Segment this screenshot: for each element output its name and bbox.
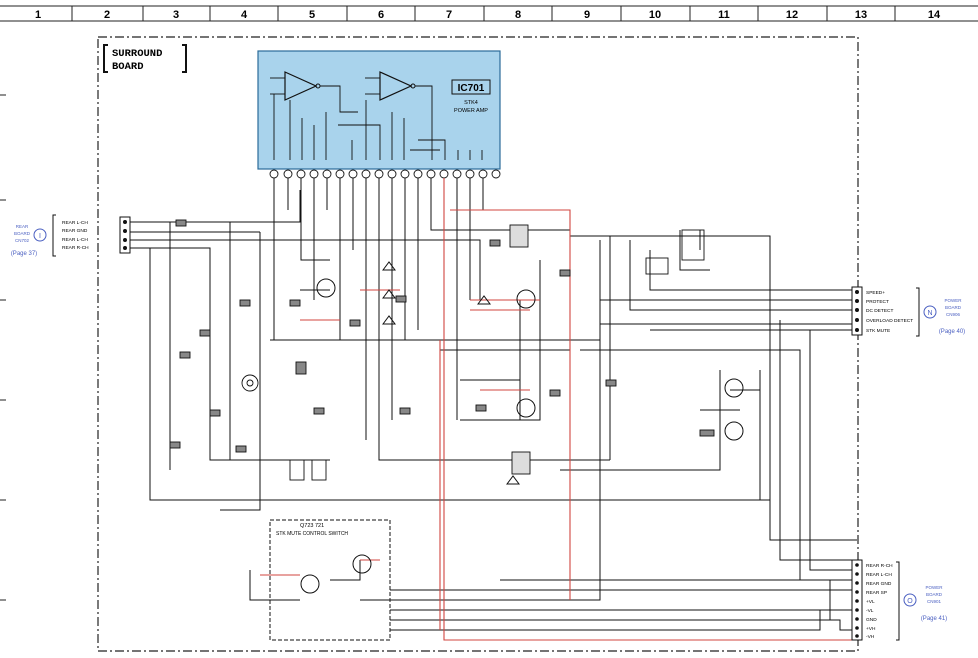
right-top-pin-label: SPEED+	[866, 290, 885, 296]
board-title: SURROUND BOARD	[103, 44, 187, 73]
connector-ref-icon	[903, 593, 917, 607]
warning-triangle-icon	[382, 289, 396, 299]
board-outline	[97, 36, 859, 652]
connector-ref-line: BOARD	[14, 231, 31, 236]
relay-rly701	[681, 229, 705, 261]
column-label: 10	[649, 9, 661, 21]
column-label: 13	[855, 9, 867, 21]
connector-ref-line: BOARD	[945, 305, 962, 310]
ic701-block: IC701 STK4 POWER AMP	[257, 50, 501, 179]
power-wires	[260, 178, 857, 641]
transistor-symbols	[300, 278, 744, 594]
mute-block-line1: Q723 721	[300, 523, 324, 529]
column-label: 5	[309, 9, 315, 21]
transistor-q721	[300, 574, 320, 594]
row-ticks	[0, 94, 6, 601]
right-bottom-pin-label: +VL	[866, 599, 875, 605]
right-top-pin-label: STK MUTE	[866, 328, 890, 334]
right-bottom-pin-label: REAR SP	[866, 590, 887, 596]
left-pin-label: REAR L-CH	[62, 237, 88, 243]
right-bottom-pin-label: REAR L-CH	[866, 572, 892, 578]
right-top-pin-label: OVERLOAD DETECT	[866, 318, 913, 324]
column-label: 2	[104, 9, 110, 21]
right-bottom-pin-label: GND	[866, 617, 877, 623]
left-pin-label: REAR GND	[62, 228, 88, 234]
column-label: 9	[584, 9, 590, 21]
column-label: 3	[173, 9, 179, 21]
column-label: 14	[928, 9, 941, 21]
column-ruler: 1 2 3 4 5 6 7 8 9 10 11 12 13 14	[0, 5, 978, 22]
transistor-q702	[516, 289, 536, 309]
connector-ref-id: O	[907, 598, 913, 605]
column-label: 1	[35, 9, 41, 21]
right-bottom-pin-label: +VH	[866, 626, 876, 632]
connector-ref-id: I	[39, 233, 41, 240]
warning-triangle-icon	[382, 315, 396, 325]
warning-triangle-icon	[382, 261, 396, 271]
column-label: 4	[241, 9, 248, 21]
column-label: 6	[378, 9, 384, 21]
left-connector: REAR L-CH REAR GND REAR L-CH REAR R-CH I…	[11, 214, 131, 257]
connector-page-ref: (Page 40)	[939, 329, 965, 335]
connector-page-ref: (Page 37)	[11, 251, 37, 257]
connector-ref-line: POWER	[925, 585, 943, 590]
ic-sub2: POWER AMP	[454, 108, 488, 114]
amp-triangle-right	[379, 71, 413, 101]
ic-sub1: STK4	[464, 100, 478, 106]
mute-block-line2: STK MUTE CONTROL SWITCH	[276, 531, 348, 537]
right-top-pin-label: DC DETECT	[866, 308, 894, 314]
column-label: 7	[446, 9, 452, 21]
left-pin-label: REAR R-CH	[62, 245, 89, 251]
connector-ref-icon	[33, 228, 47, 242]
amp-triangle-left	[284, 71, 318, 101]
components	[169, 219, 715, 481]
connector-ref-line: CN906	[946, 312, 961, 317]
board-title-line2: BOARD	[112, 61, 144, 73]
transistor-q703	[516, 398, 536, 418]
connector-ref-line: POWER	[944, 298, 962, 303]
thermistor	[241, 374, 259, 392]
transistor-q723	[352, 554, 372, 574]
ic-name: IC701	[458, 83, 485, 94]
connector-ref-id: N	[927, 310, 932, 317]
mute-control-block: Q723 721 STK MUTE CONTROL SWITCH	[276, 523, 348, 537]
right-bottom-pin-label: -VL	[866, 608, 874, 614]
connector-page-ref: (Page 41)	[921, 616, 947, 622]
circuit-wires	[130, 178, 857, 641]
right-connector-bottom: REAR R-CH REAR L-CH REAR GND REAR SP +VL…	[851, 559, 947, 641]
connector-ref-line: BOARD	[926, 592, 943, 597]
board-title-line1: SURROUND	[112, 48, 162, 60]
warning-triangle-icon	[477, 295, 491, 305]
column-label: 8	[515, 9, 521, 21]
right-connector-top: SPEED+ PROTECT DC DETECT OVERLOAD DETECT…	[851, 286, 965, 337]
right-bottom-pin-label: REAR GND	[866, 581, 892, 587]
right-top-pin-label: PROTECT	[866, 299, 889, 305]
warning-triangle-icons	[382, 261, 520, 485]
right-bottom-pin-label: REAR R-CH	[866, 563, 893, 569]
transistor-q701	[316, 278, 336, 298]
transistor-q704	[724, 378, 744, 398]
column-label: 11	[718, 9, 730, 21]
column-label: 12	[786, 9, 798, 21]
right-bottom-pin-label: -VH	[866, 634, 875, 640]
warning-triangle-icon	[506, 475, 520, 485]
connector-ref-icon	[923, 305, 937, 319]
transistor-q705	[724, 421, 744, 441]
connector-ref-line: CN702	[15, 238, 30, 243]
left-pin-label: REAR L-CH	[62, 220, 88, 226]
connector-ref-line: REAR	[16, 224, 29, 229]
connector-ref-line: CN901	[927, 599, 942, 604]
